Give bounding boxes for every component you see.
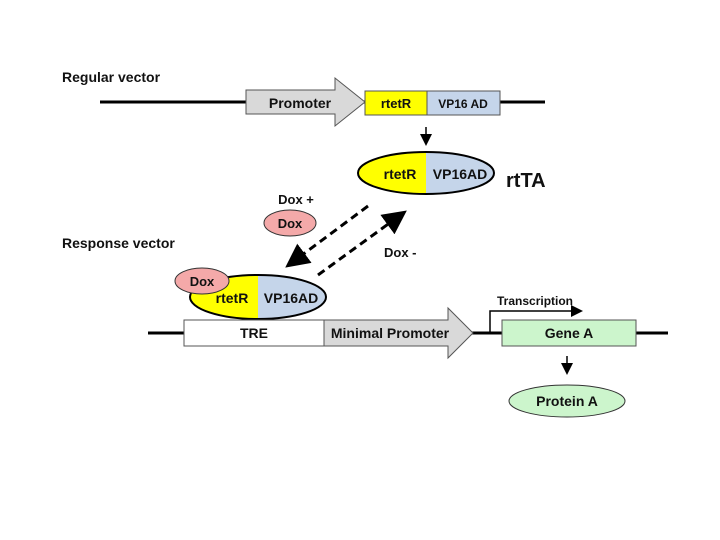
bound-dox-label: Dox <box>190 274 215 289</box>
promoter-arrow <box>245 76 366 128</box>
rtta-rtetR-label: rtetR <box>384 166 417 182</box>
regular-vector-label: Regular vector <box>62 69 161 85</box>
free-dox-molecule <box>263 209 317 237</box>
vp16-gene-box <box>426 90 501 116</box>
rtetR-gene-box <box>364 90 428 116</box>
bound-dox-molecule <box>174 267 230 295</box>
rtta-protein <box>357 151 495 195</box>
dox-plus-label: Dox + <box>278 192 314 207</box>
tre-label: TRE <box>240 325 268 341</box>
free-dox-label: Dox <box>278 216 303 231</box>
bound-vp16-label: VP16AD <box>264 290 318 306</box>
bound-rtta-protein <box>189 274 327 320</box>
protein-a-label: Protein A <box>536 393 598 409</box>
bound-rtetR-label: rtetR <box>216 290 249 306</box>
rtta-label: rtTA <box>506 170 546 192</box>
minimal-promoter-arrow <box>323 306 474 360</box>
rtta-vp16-label: VP16AD <box>433 166 487 182</box>
promoter-label: Promoter <box>269 95 332 111</box>
dox-plus-arrow <box>285 204 369 268</box>
dox-minus-arrow <box>317 210 407 277</box>
tre-box <box>183 319 325 347</box>
minimal-promoter-label: Minimal Promoter <box>331 325 450 341</box>
gene-a-box <box>501 319 637 347</box>
vp16-gene-label: VP16 AD <box>438 97 488 111</box>
transcription-label: Transcription <box>497 294 573 308</box>
protein-a-ellipse <box>508 384 626 418</box>
transcription-arrow <box>489 305 583 333</box>
dox-minus-label: Dox - <box>384 245 417 260</box>
gene-a-label: Gene A <box>545 325 594 341</box>
response-vector-label: Response vector <box>62 235 175 251</box>
rtetR-gene-label: rtetR <box>381 96 412 111</box>
